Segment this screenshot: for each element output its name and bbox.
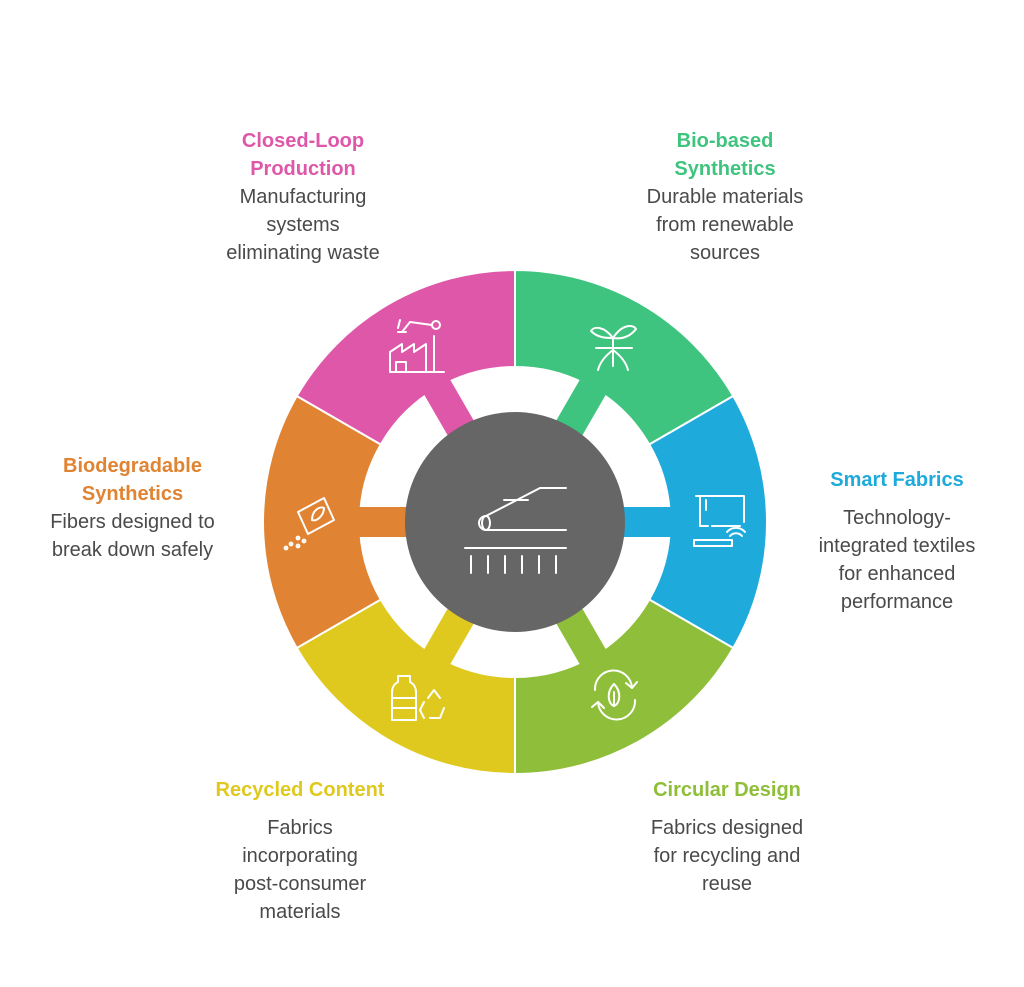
label-closed-loop: Closed-Loop Production Manufacturing sys… bbox=[193, 127, 413, 267]
degrading-leaf-icon bbox=[283, 497, 335, 551]
sewing-machine-wifi-icon bbox=[693, 495, 746, 547]
bottle-recycle-icon bbox=[391, 675, 445, 721]
label-recycled-content: Recycled Content Fabrics incorporating p… bbox=[190, 776, 410, 926]
label-circular-design: Circular Design Fabrics designed for rec… bbox=[617, 776, 837, 898]
label-biodegradable: Biodegradable Synthetics Fibers designed… bbox=[20, 452, 245, 564]
title-biodegradable: Biodegradable Synthetics bbox=[63, 455, 202, 505]
icons-layer bbox=[283, 319, 746, 721]
desc-recycled-content: Fabrics incorporating post-consumer mate… bbox=[233, 817, 367, 923]
desc-circular-design: Fabrics designed for recycling and reuse bbox=[650, 817, 804, 895]
fabric-roll-loom-icon bbox=[464, 487, 567, 574]
title-closed-loop: Closed-Loop Production bbox=[241, 130, 365, 180]
title-bio-based: Bio-based Synthetics bbox=[674, 130, 776, 180]
desc-biodegradable: Fibers designed to break down safely bbox=[50, 511, 215, 561]
label-bio-based: Bio-based Synthetics Durable materials f… bbox=[615, 127, 835, 267]
title-smart-fabrics: Smart Fabrics bbox=[830, 469, 964, 491]
desc-smart-fabrics: Technology- integrated textiles for enha… bbox=[818, 507, 976, 613]
recycle-leaf-icon bbox=[591, 669, 638, 721]
desc-closed-loop: Manufacturing systems eliminating waste bbox=[226, 186, 380, 264]
factory-robot-arm-icon bbox=[389, 319, 445, 373]
center-hub bbox=[405, 412, 625, 632]
segment-closed-loop bbox=[295, 268, 516, 446]
title-recycled-content: Recycled Content bbox=[215, 779, 385, 801]
desc-bio-based: Durable materials from renewable sources bbox=[646, 186, 804, 264]
sprout-icon bbox=[590, 324, 637, 371]
segments-layer bbox=[262, 268, 768, 776]
title-circular-design: Circular Design bbox=[653, 779, 801, 801]
label-smart-fabrics: Smart Fabrics Technology- integrated tex… bbox=[787, 466, 1007, 616]
